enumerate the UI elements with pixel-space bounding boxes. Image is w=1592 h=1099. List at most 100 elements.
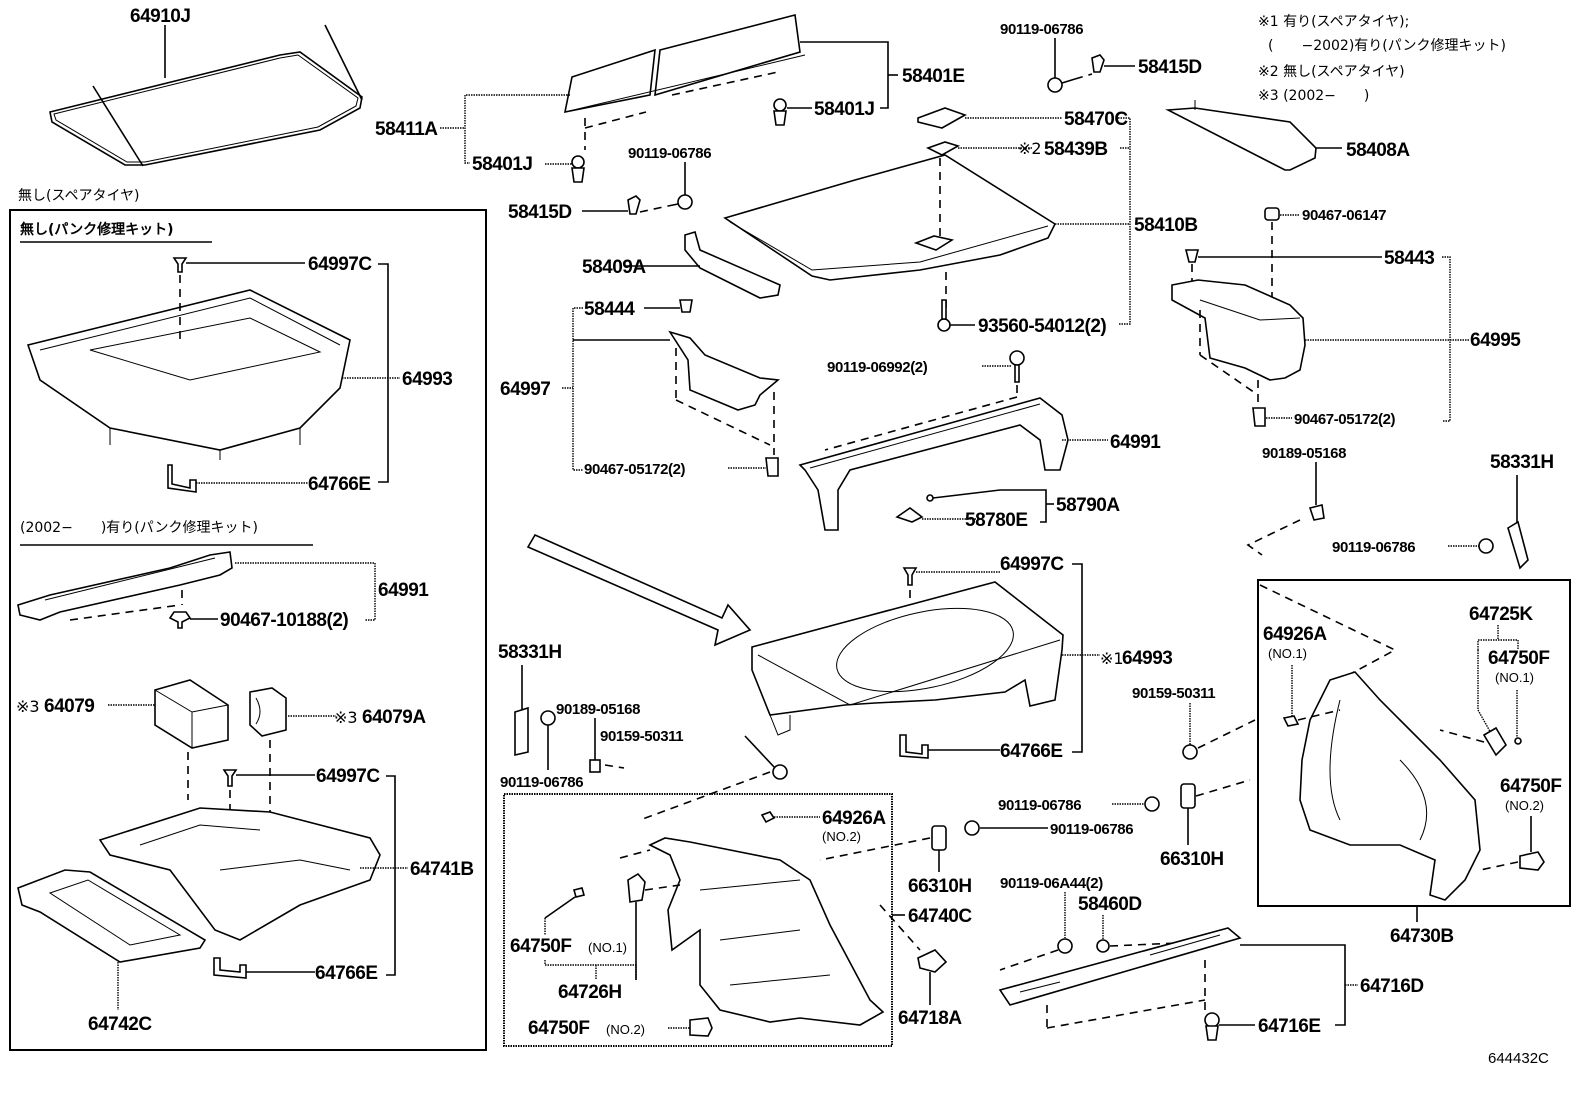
clip-58401J-b[interactable] [773,98,812,126]
clip-64926A-no1[interactable] [1282,715,1300,727]
part-58780E[interactable] [895,507,980,523]
bracket-58415D-top[interactable] [1091,54,1135,73]
clip-64766E-left-1[interactable] [167,464,308,493]
mark-2: ※2 [1018,139,1042,158]
clip-64997C-mid[interactable] [902,567,1000,640]
clip-64750F-no1-left[interactable] [544,887,585,935]
part-64993-left[interactable] [26,289,351,460]
part-58439B[interactable] [925,141,1032,156]
label-64741B: 64741B [410,859,474,880]
label-90119-06786-c2: 90119-06786 [1050,821,1133,838]
bolt-90119-06786-c1[interactable] [1144,796,1160,812]
clip-64750F-no2-left[interactable] [689,1017,713,1037]
part-58331H-right[interactable] [1507,520,1529,570]
part-58401E-board[interactable] [563,13,806,150]
part-58408A[interactable] [1165,100,1317,171]
label-64766E-mid: 64766E [1000,741,1063,762]
label-58331H-left: 58331H [498,642,562,663]
clip-58444[interactable] [679,299,693,313]
clip-58460D[interactable] [1096,939,1110,953]
legend: ※1 有り(スペアタイヤ); ( −2002)有り(パンク修理キット) ※2 無… [1258,14,1506,104]
label-64730B: 64730B [1390,926,1454,947]
clip-90467-05172-mid[interactable] [728,457,779,477]
clip-64750F-no1-right[interactable] [1514,737,1522,745]
label-64997C-mid: 64997C [1000,554,1064,575]
label-64725K: 64725K [1469,604,1533,625]
clip-90467-05172-right[interactable] [1252,407,1292,427]
part-58331H-left[interactable] [514,706,529,757]
part-64910J[interactable]: 64910J [49,6,363,167]
label-64926A-no2: 64926A [822,808,886,829]
label-64718A: 64718A [898,1008,962,1029]
part-64991-left[interactable] [17,551,376,621]
label-64910J: 64910J [130,6,190,27]
label-58780E: 58780E [965,510,1028,531]
clip-90467-10188[interactable] [168,611,218,629]
label-90119-06786-top: 90119-06786 [1000,21,1083,38]
legend-note-2: ※2 無し(スペアタイヤ) [1258,64,1405,80]
label-66310H-right: 66310H [1160,849,1224,870]
label-58460D: 58460D [1078,894,1142,915]
label-90467-05172-mid: 90467-05172(2) [584,461,686,478]
part-64726H[interactable] [627,872,681,980]
part-58470C[interactable] [917,107,1062,129]
label-64750F-no1-left-sub: (NO.1) [588,940,627,955]
left-panel-frame [9,209,487,1051]
label-64766E-left-1: 64766E [308,474,371,495]
screw-93560-54012[interactable] [937,299,975,332]
part-64993-center[interactable] [751,581,1064,736]
part-64742C[interactable] [17,869,207,1010]
label-64995: 64995 [1470,330,1521,351]
label-58439B: 58439B [1044,139,1108,160]
clip-90189-05168-right[interactable] [1308,504,1325,521]
part-64741B[interactable] [98,807,381,941]
bolt-90159-50311-left[interactable] [772,764,788,780]
part-64997-bracket[interactable] [668,330,780,455]
clip-64766E-left-2[interactable] [213,957,315,979]
part-64079A[interactable] [249,687,287,737]
part-64079[interactable] [154,679,229,749]
clip-58401J-a[interactable] [545,155,585,183]
bolt-90119-06786-left[interactable] [540,710,556,726]
part-58409A[interactable] [684,230,781,299]
clip-64997C-left-1[interactable] [172,257,305,340]
part-64718A[interactable] [879,904,948,1005]
clip-58443[interactable] [1184,249,1382,263]
clip-90189-05168-left[interactable] [589,759,601,773]
label-64750F-no1-right: 64750F [1488,648,1549,669]
part-64725K[interactable] [1482,726,1508,757]
bolt-90119-06A44[interactable] [1057,938,1073,954]
clip-64716E[interactable] [1204,1012,1255,1041]
label-64993-left: 64993 [402,369,452,390]
part-66310H-right[interactable] [1180,779,1251,845]
part-64716D[interactable] [998,927,1242,1029]
bolt-90119-06786-mid[interactable] [667,194,693,210]
legend-note-3: ※3 (2002− ) [1258,88,1369,104]
bracket-58415D-mid[interactable] [627,195,641,215]
bolt-90119-06786-c2[interactable] [964,820,980,836]
part-64740C[interactable] [619,837,885,1026]
clip-64766E-mid[interactable] [899,734,1000,759]
label-90119-06992: 90119-06992(2) [827,359,928,376]
label-90119-06786-c1: 90119-06786 [998,797,1081,814]
bolt-90119-06786-right[interactable] [1478,538,1494,554]
bolt-90119-06786-top[interactable] [1047,77,1076,93]
part-58790A-wire[interactable] [926,489,1040,502]
label-58470C: 58470C [1064,109,1128,130]
label-64997C-left-2: 64997C [316,766,380,787]
part-66310H-left[interactable] [819,825,947,872]
bolt-90159-50311-right[interactable] [1182,744,1198,760]
mark-3-b: ※3 [334,708,358,727]
clip-64750F-no2-right[interactable] [1519,851,1545,871]
part-64995-box[interactable] [1171,279,1306,381]
label-64750F-no2-left: 64750F [528,1018,589,1039]
label-64726H: 64726H [558,982,622,1003]
part-64730B[interactable] [1299,671,1481,901]
label-64766E-left-2: 64766E [315,963,378,984]
mark-1: ※1 [1100,649,1124,668]
bolt-90119-06992[interactable] [1009,350,1025,383]
part-64991-center[interactable] [798,397,1069,531]
clip-64926A-no2[interactable] [760,811,820,824]
part-58410B[interactable] [723,154,1130,281]
clip-90467-06147[interactable] [1264,207,1300,221]
